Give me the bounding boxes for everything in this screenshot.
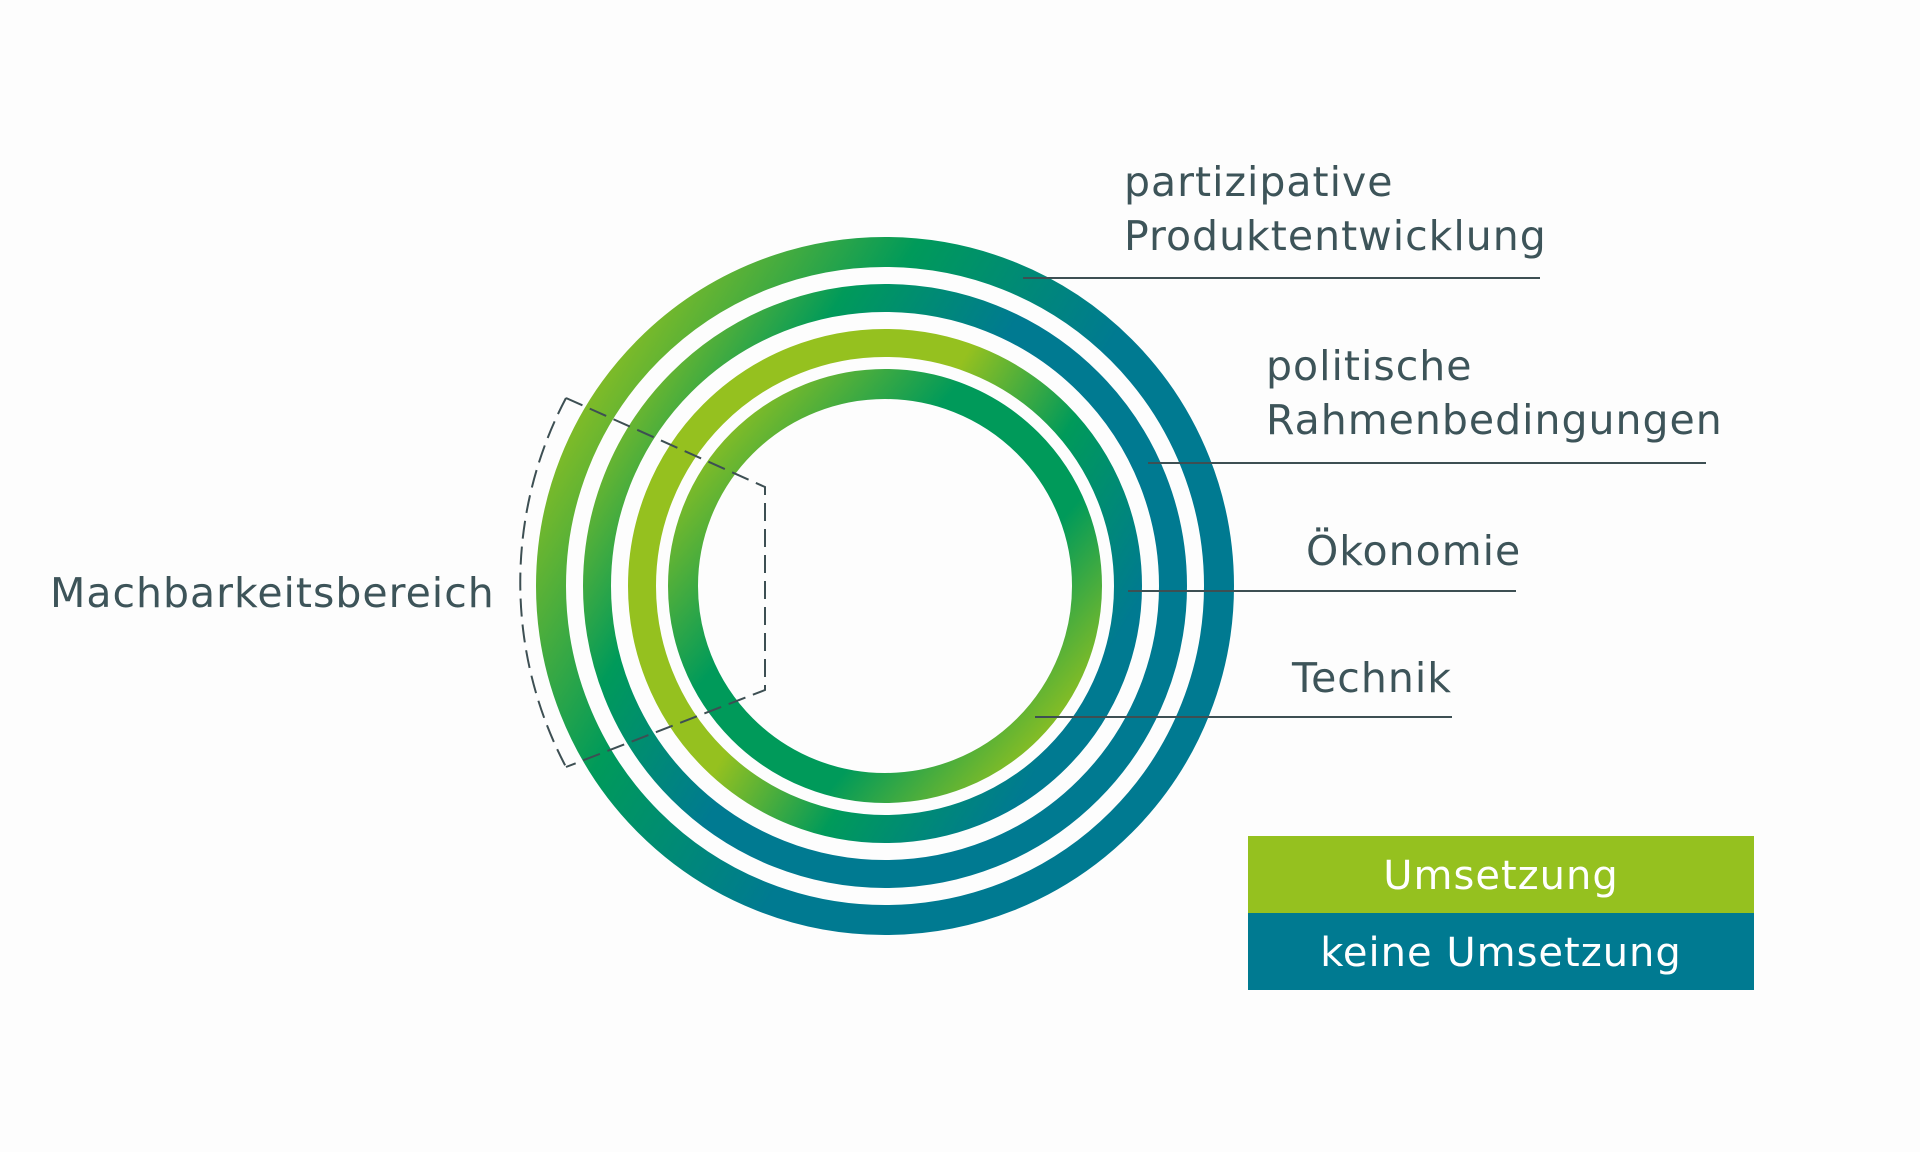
label-feasibility-range: Machbarkeitsbereich	[50, 569, 495, 617]
legend: Umsetzung keine Umsetzung	[1248, 836, 1754, 990]
label-participative-line2: Produktentwicklung	[1124, 212, 1547, 260]
ring-economy	[628, 329, 1142, 843]
label-political-line1: politische	[1266, 342, 1472, 390]
label-participative-line1: partizipative	[1124, 158, 1394, 206]
legend-swatch-no-implementation	[1248, 913, 1754, 990]
legend-swatch-implementation	[1248, 836, 1754, 913]
legend-label-implementation: Umsetzung	[1383, 853, 1618, 899]
ring-political-framework	[583, 284, 1187, 888]
legend-label-no-implementation: keine Umsetzung	[1320, 930, 1682, 976]
label-technology: Technik	[1291, 654, 1452, 702]
label-political-line2: Rahmenbedingungen	[1266, 396, 1723, 444]
label-economy: Ökonomie	[1306, 527, 1521, 575]
ring-technology	[668, 369, 1102, 803]
ring-participative-product-development	[536, 237, 1234, 935]
feasibility-bracket	[519, 397, 766, 768]
